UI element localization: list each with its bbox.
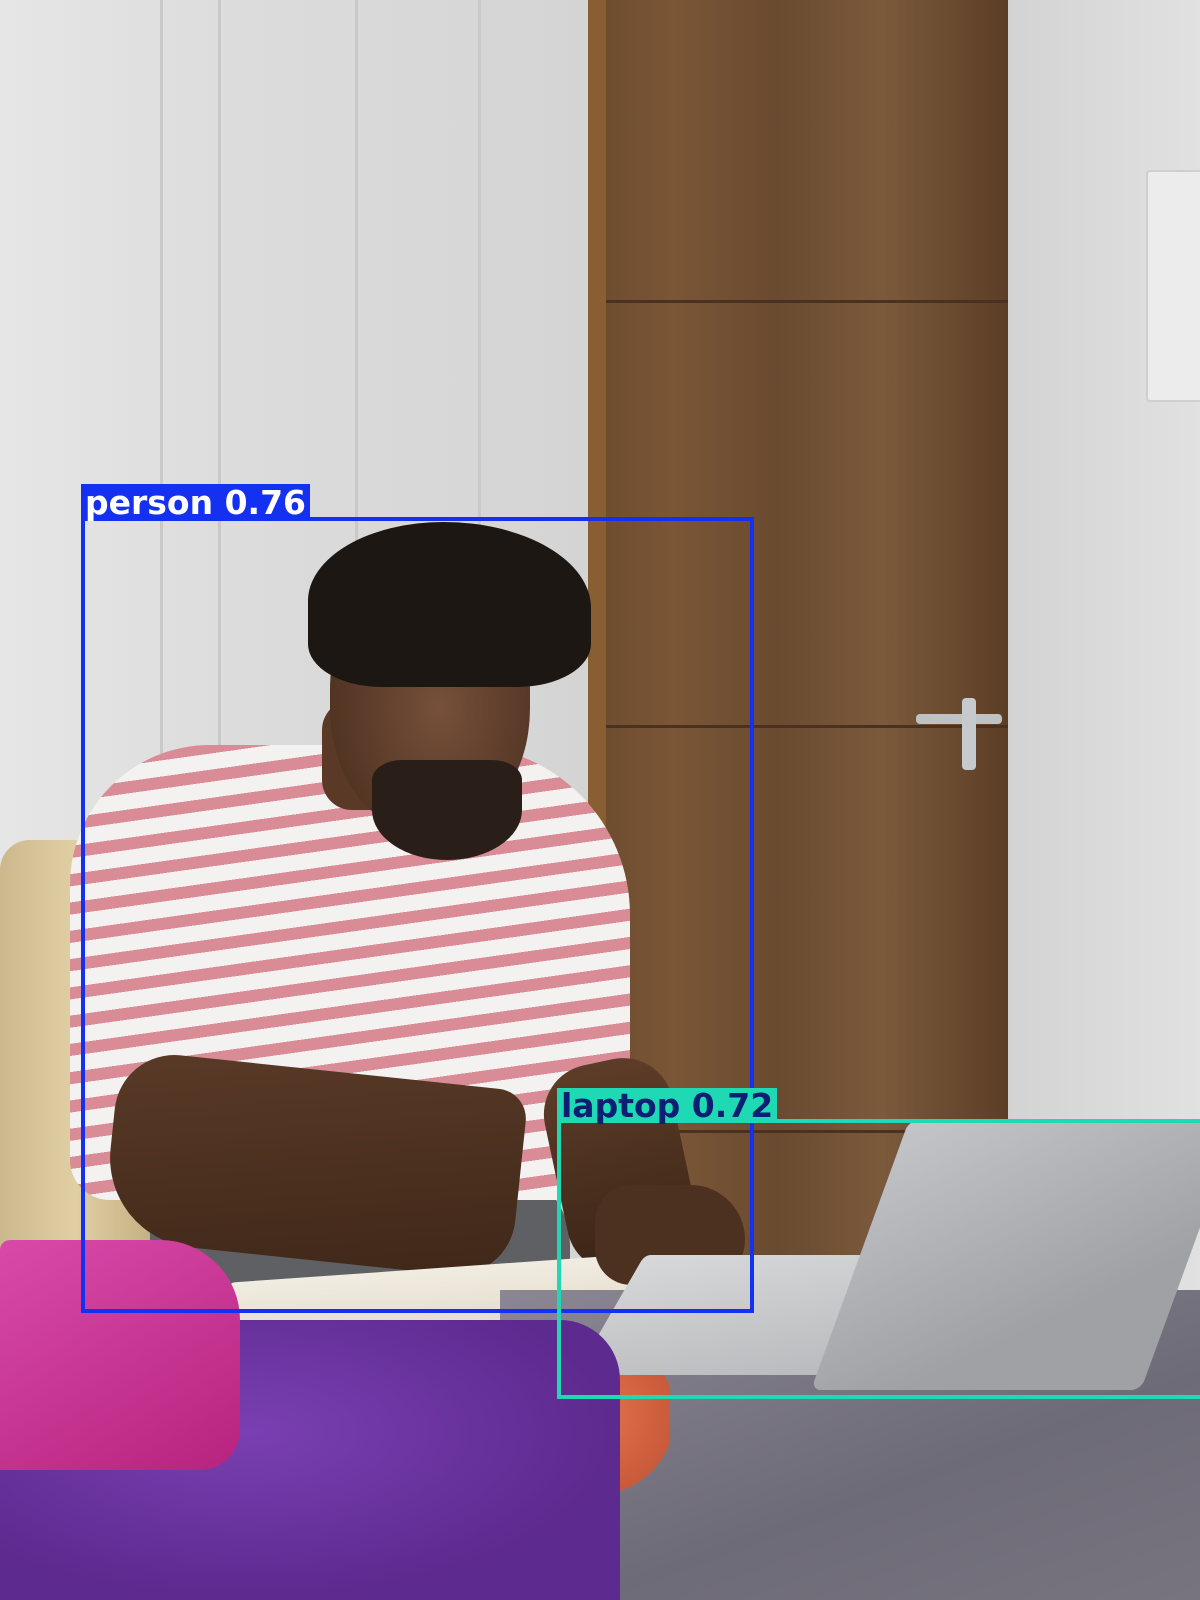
door-seam: [606, 1130, 1008, 1133]
pink-cloth: [0, 1240, 240, 1470]
wall-panel-line: [160, 0, 163, 1300]
person-detection-label: person 0.76: [81, 484, 310, 521]
door-latch-knob: [962, 698, 976, 770]
laptop-detection-label: laptop 0.72: [557, 1088, 778, 1123]
door-seam: [606, 300, 1008, 303]
door-seam: [606, 725, 1008, 728]
person-bounding-box: [81, 517, 754, 1313]
wall-panel-line: [218, 0, 221, 1300]
door-latch: [916, 714, 1002, 724]
hair: [308, 522, 591, 687]
beard: [372, 760, 522, 860]
laptop-bounding-box: [557, 1119, 1200, 1399]
switch-board: [1146, 170, 1200, 402]
